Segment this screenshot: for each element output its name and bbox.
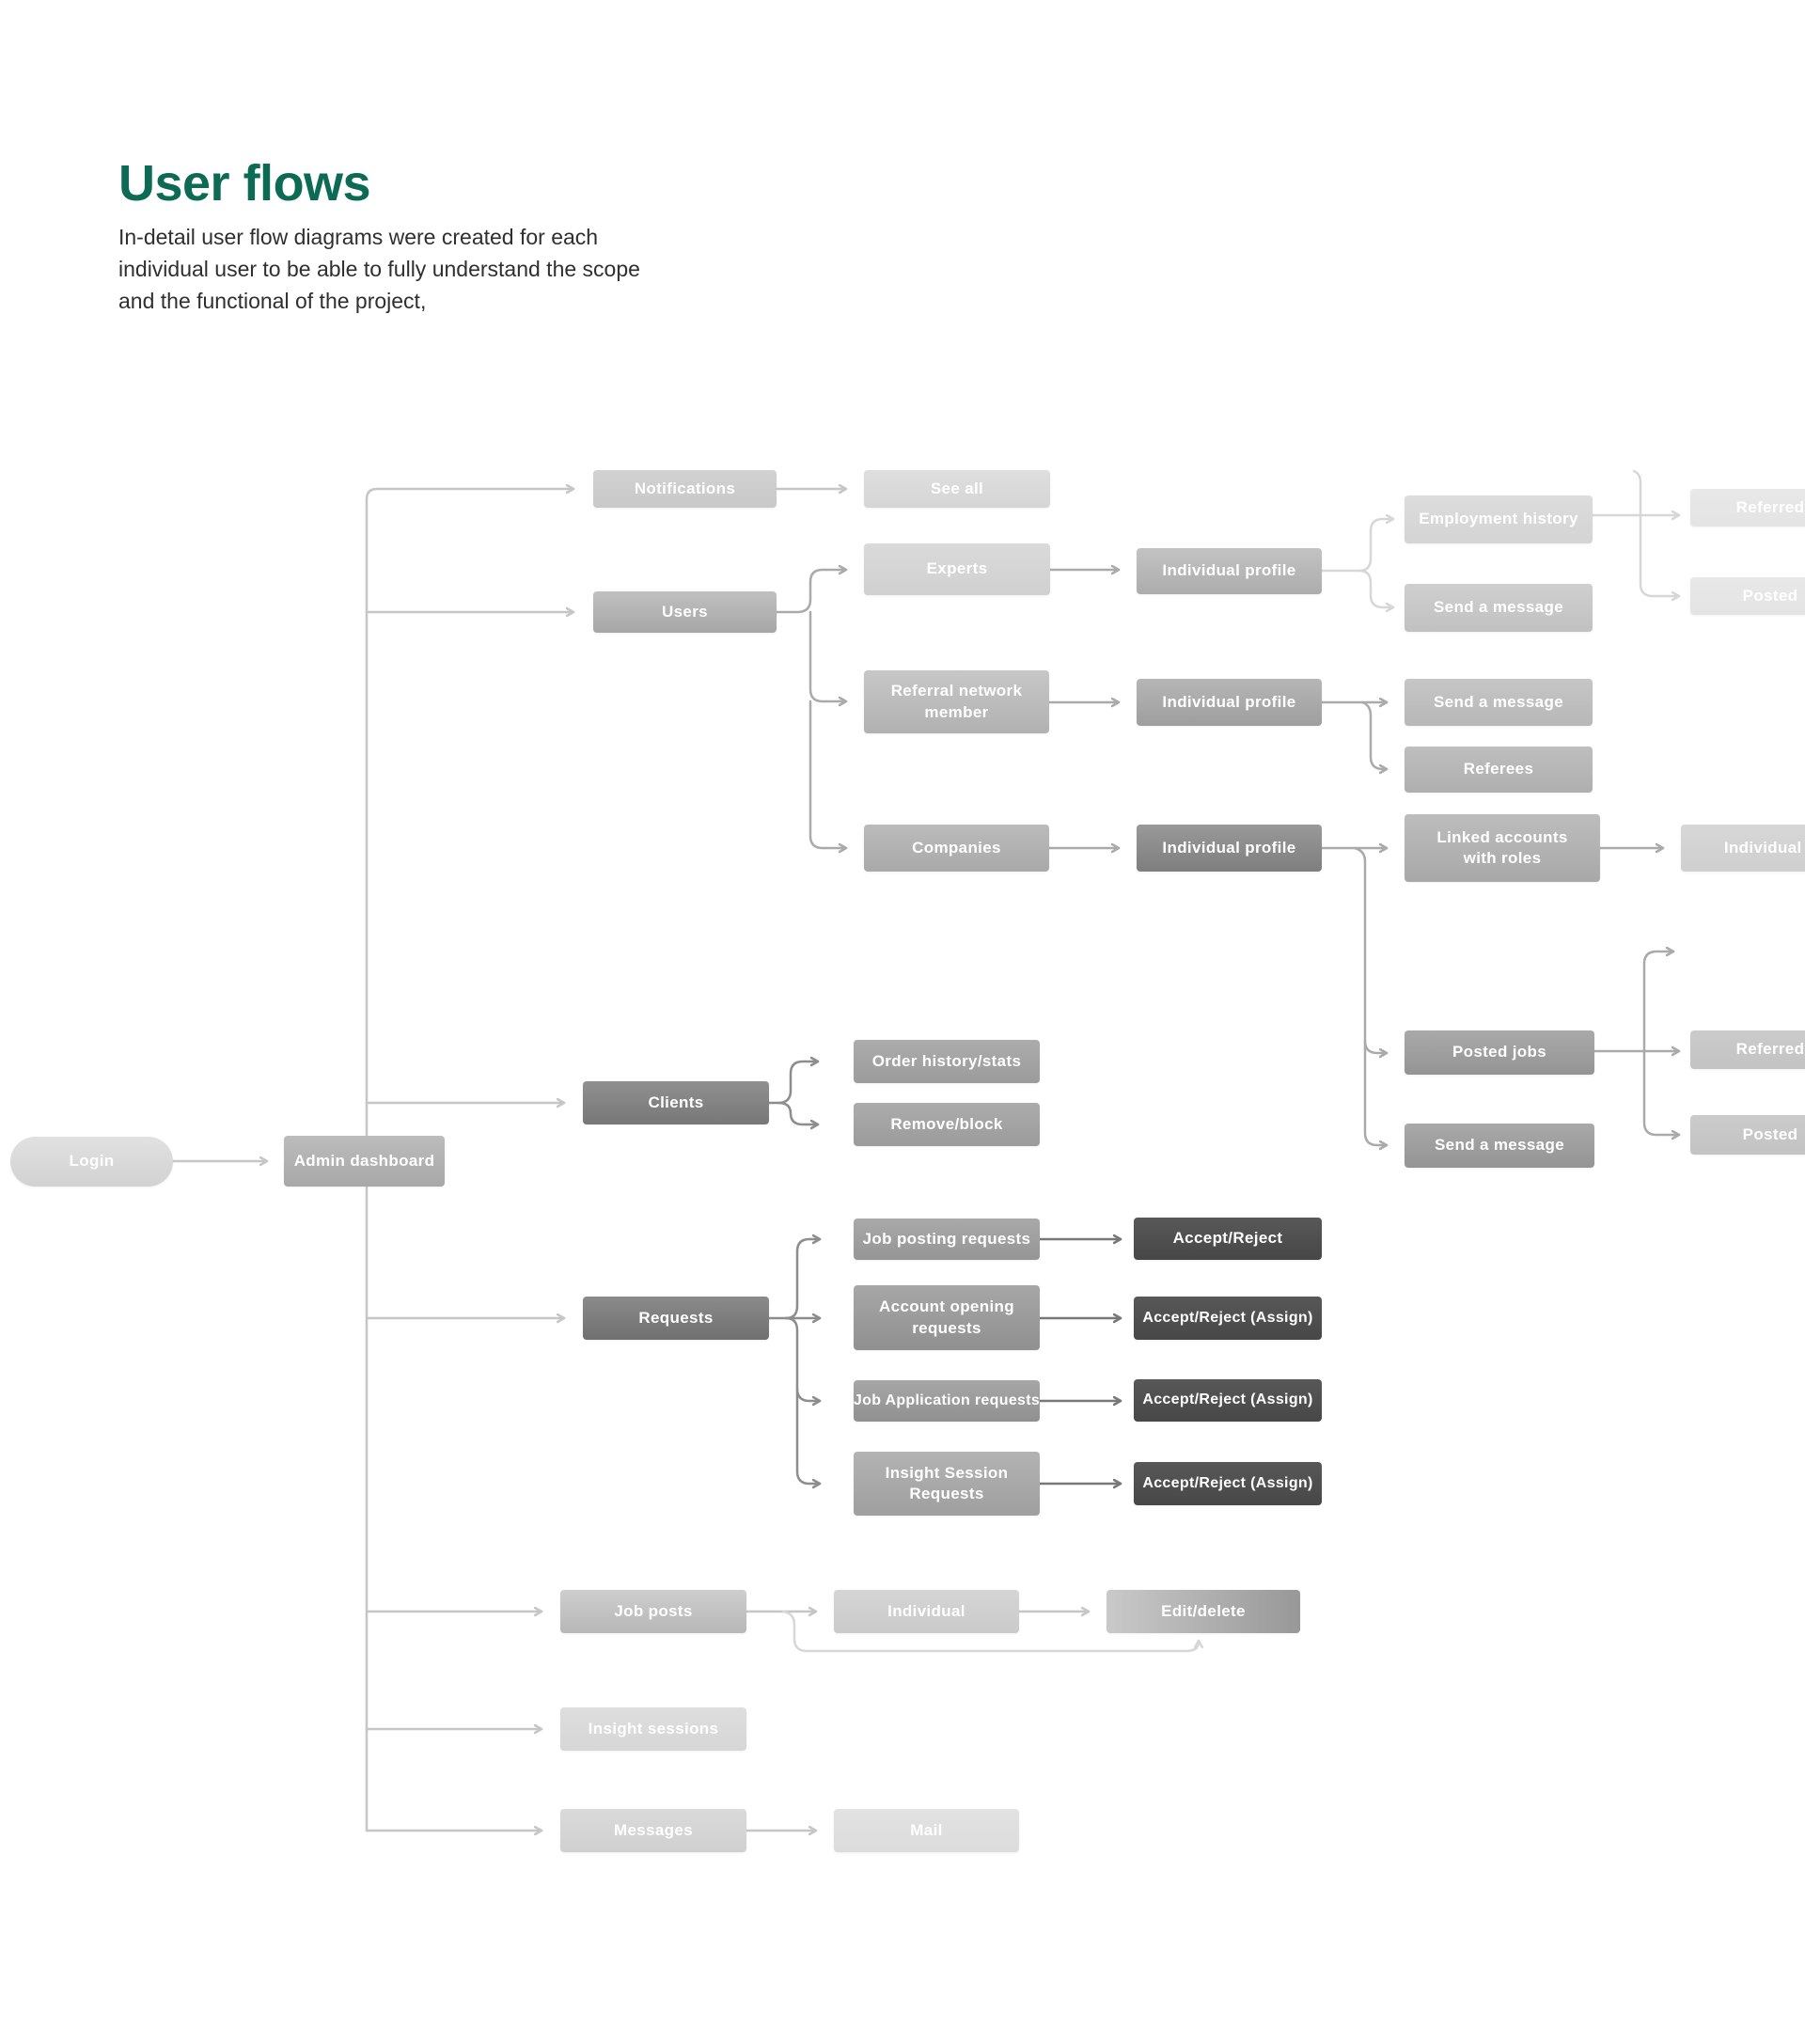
node-individual-page: Individual pa: [1681, 825, 1805, 872]
node-referred-2: Referred: [1690, 1030, 1805, 1069]
node-insight-session-requests: Insight Session Requests: [854, 1452, 1040, 1516]
connector-posted-jobs-up-arrow: [1642, 951, 1675, 1053]
connector-profile3-to-posted-jobs: [1353, 846, 1389, 1053]
connector-clients-to-order-history: [767, 1061, 820, 1105]
node-send-a-message-1: Send a message: [1405, 584, 1593, 632]
connector-clients-to-remove-block: [777, 1101, 820, 1124]
connector-employment-to-posted: [1632, 469, 1681, 596]
node-order-history: Order history/stats: [854, 1040, 1040, 1083]
node-individual: Individual: [834, 1590, 1019, 1633]
node-individual-profile-2: Individual profile: [1137, 679, 1322, 726]
page-description: In-detail user flow diagrams were create…: [118, 225, 640, 313]
node-referred-1: Referred: [1690, 489, 1805, 527]
node-referral-network-member: Referral network member: [864, 670, 1049, 733]
connector-posted-jobs-to-posted: [1642, 1049, 1681, 1135]
node-job-application-requests: Job Application requests: [854, 1380, 1040, 1422]
node-individual-profile-1: Individual profile: [1137, 548, 1322, 594]
connector-profile1-to-send-message1: [1358, 569, 1395, 607]
node-posted-jobs: Posted jobs: [1405, 1030, 1594, 1075]
node-accept-reject-assign-1: Accept/Reject (Assign): [1134, 1297, 1322, 1340]
connector-requests-to-job-posting: [784, 1239, 822, 1320]
node-individual-profile-3: Individual profile: [1137, 825, 1322, 872]
node-posted-1: Posted: [1690, 577, 1805, 615]
node-employment-history: Employment history: [1405, 495, 1593, 543]
connector-profile2-to-referees: [1360, 700, 1389, 769]
connector-users-to-experts: [775, 570, 848, 614]
node-accept-reject: Accept/Reject: [1134, 1218, 1322, 1260]
page-title: User flows: [118, 155, 371, 212]
connector-spine-to-notifications: [365, 489, 575, 1832]
node-see-all: See all: [864, 470, 1050, 508]
node-companies: Companies: [864, 825, 1049, 872]
node-accept-reject-assign-3: Accept/Reject (Assign): [1134, 1462, 1322, 1505]
node-edit-delete: Edit/delete: [1107, 1590, 1300, 1633]
node-users: Users: [593, 591, 777, 633]
node-insight-sessions: Insight sessions: [560, 1707, 746, 1751]
node-job-posting-requests: Job posting requests: [854, 1219, 1040, 1260]
node-send-a-message-3: Send a message: [1405, 1124, 1594, 1168]
connector-requests-to-insight-session: [795, 1387, 822, 1484]
connector-profile1-to-employment: [1358, 519, 1395, 573]
node-remove-block: Remove/block: [854, 1103, 1040, 1146]
connector-users-to-companies: [808, 700, 848, 848]
node-linked-accounts: Linked accounts with roles: [1405, 814, 1600, 882]
connector-profile3-to-send-message3: [1363, 1039, 1389, 1145]
node-requests: Requests: [583, 1297, 769, 1340]
node-experts: Experts: [864, 543, 1050, 595]
node-posted-2: Posted: [1690, 1115, 1805, 1155]
node-clients: Clients: [583, 1081, 769, 1124]
node-send-a-message-2: Send a message: [1405, 679, 1593, 726]
connector-requests-to-job-application: [784, 1316, 822, 1401]
node-login: Login: [10, 1137, 173, 1187]
node-messages: Messages: [560, 1809, 746, 1852]
node-accept-reject-assign-2: Accept/Reject (Assign): [1134, 1379, 1322, 1422]
node-mail: Mail: [834, 1809, 1019, 1852]
connector-users-to-referral: [808, 610, 848, 701]
node-account-opening-requests: Account opening requests: [854, 1285, 1040, 1350]
node-admin-dashboard: Admin dashboard: [284, 1136, 445, 1187]
node-referees: Referees: [1405, 747, 1593, 793]
node-notifications: Notifications: [593, 470, 777, 508]
connector-job-posts-bypass-to-edit-delete: [781, 1610, 1199, 1653]
node-job-posts: Job posts: [560, 1590, 746, 1633]
